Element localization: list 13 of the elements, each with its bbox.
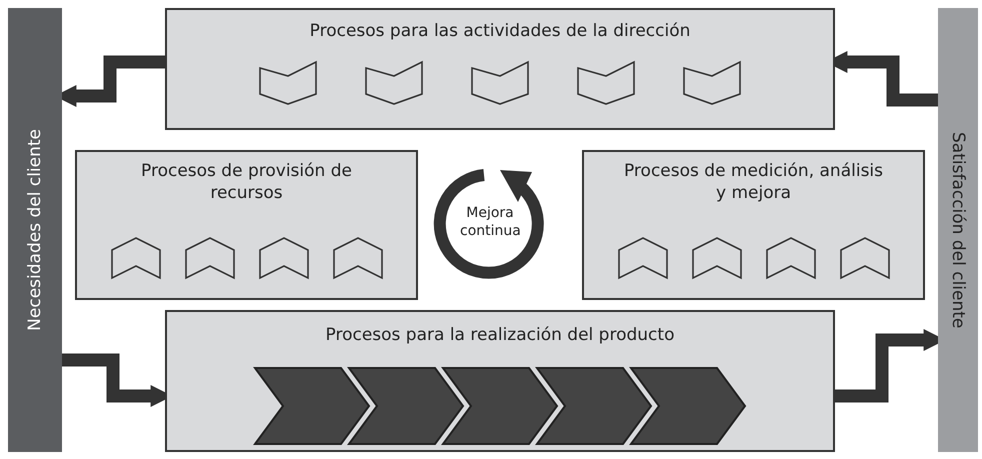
cycle-label: Mejora continua (460, 204, 520, 240)
process-group-box (165, 8, 835, 130)
process-group-box (75, 150, 418, 300)
side-bar (938, 8, 978, 452)
process-group-box (165, 310, 835, 452)
group-title: Procesos para la realización del producto (324, 324, 676, 346)
group-title: Procesos para las actividades de la dirección (308, 20, 692, 42)
group-title: Procesos de medición, análisis y mejora (624, 160, 884, 204)
group-title: Procesos de provisión de recursos (140, 160, 353, 204)
bar-label: Satisfacción del cliente (948, 132, 968, 328)
process-group-box (582, 150, 925, 300)
side-bar (8, 8, 62, 452)
bar-label: Necesidades del cliente (25, 129, 45, 331)
